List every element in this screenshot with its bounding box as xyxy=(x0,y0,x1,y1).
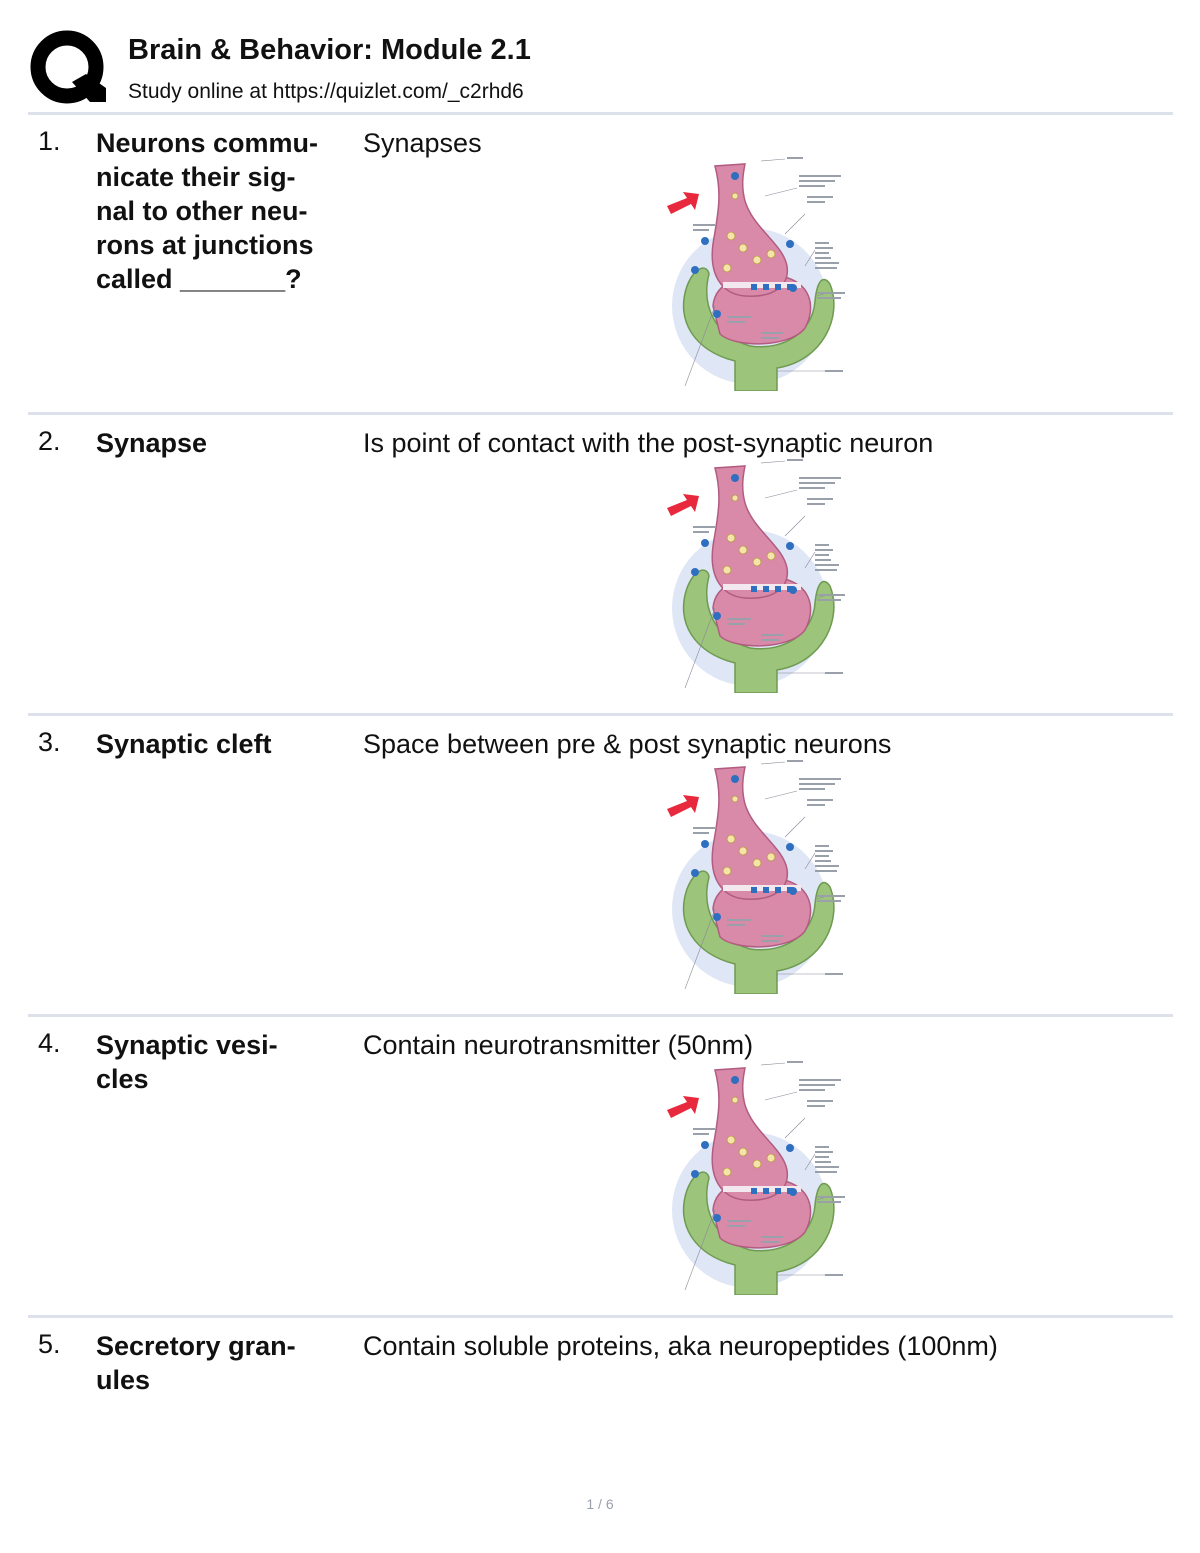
card-term-line: rons at junctions xyxy=(96,230,314,260)
quizlet-logo-icon xyxy=(30,30,106,104)
card-term: Synaptic vesi- cles xyxy=(96,1028,358,1096)
document-header: Brain & Behavior: Module 2.1 Study onlin… xyxy=(30,28,1172,110)
synapse-diagram-image xyxy=(667,459,845,693)
page-title: Brain & Behavior: Module 2.1 xyxy=(128,34,531,66)
synapse-diagram-image xyxy=(667,1061,845,1295)
divider xyxy=(28,112,1173,115)
card-number: 3. xyxy=(38,727,61,757)
card-definition: Contain soluble proteins, aka neuropepti… xyxy=(363,1331,998,1361)
card-number: 2. xyxy=(38,426,61,456)
divider xyxy=(28,1315,1173,1318)
divider xyxy=(28,412,1173,415)
card-number: 1. xyxy=(38,126,61,156)
card-term: Synapse xyxy=(96,428,208,458)
study-link-text: Study online at https://quizlet.com/_c2r… xyxy=(128,80,524,103)
divider xyxy=(28,713,1173,716)
card-term: Synaptic cleft xyxy=(96,729,272,759)
card-definition: Synapses xyxy=(363,128,482,158)
card-term-line: Secretory gran- xyxy=(96,1331,296,1361)
divider xyxy=(28,1014,1173,1017)
card-number: 4. xyxy=(38,1028,61,1058)
card-definition: Contain neurotransmitter (50nm) xyxy=(363,1030,754,1060)
card-number: 5. xyxy=(38,1329,61,1359)
card-term-line: called _______? xyxy=(96,264,302,294)
synapse-diagram-image xyxy=(667,760,845,994)
card-term-line: nal to other neu- xyxy=(96,196,308,226)
card-term-line: ules xyxy=(96,1365,151,1395)
card-term: Secretory gran- ules xyxy=(96,1329,358,1397)
synapse-diagram-image xyxy=(667,157,845,391)
card-term-line: Synaptic vesi- xyxy=(96,1030,278,1060)
card-term-line: Neurons commu- xyxy=(96,128,319,158)
card-term: Neurons commu- nicate their sig- nal to … xyxy=(96,126,358,296)
card-definition: Is point of contact with the post-synapt… xyxy=(363,428,934,458)
page-number: 1 / 6 xyxy=(586,1496,614,1512)
card-term-line: nicate their sig- xyxy=(96,162,296,192)
card-term-line: cles xyxy=(96,1064,149,1094)
card-definition: Space between pre & post synaptic neuron… xyxy=(363,729,892,759)
